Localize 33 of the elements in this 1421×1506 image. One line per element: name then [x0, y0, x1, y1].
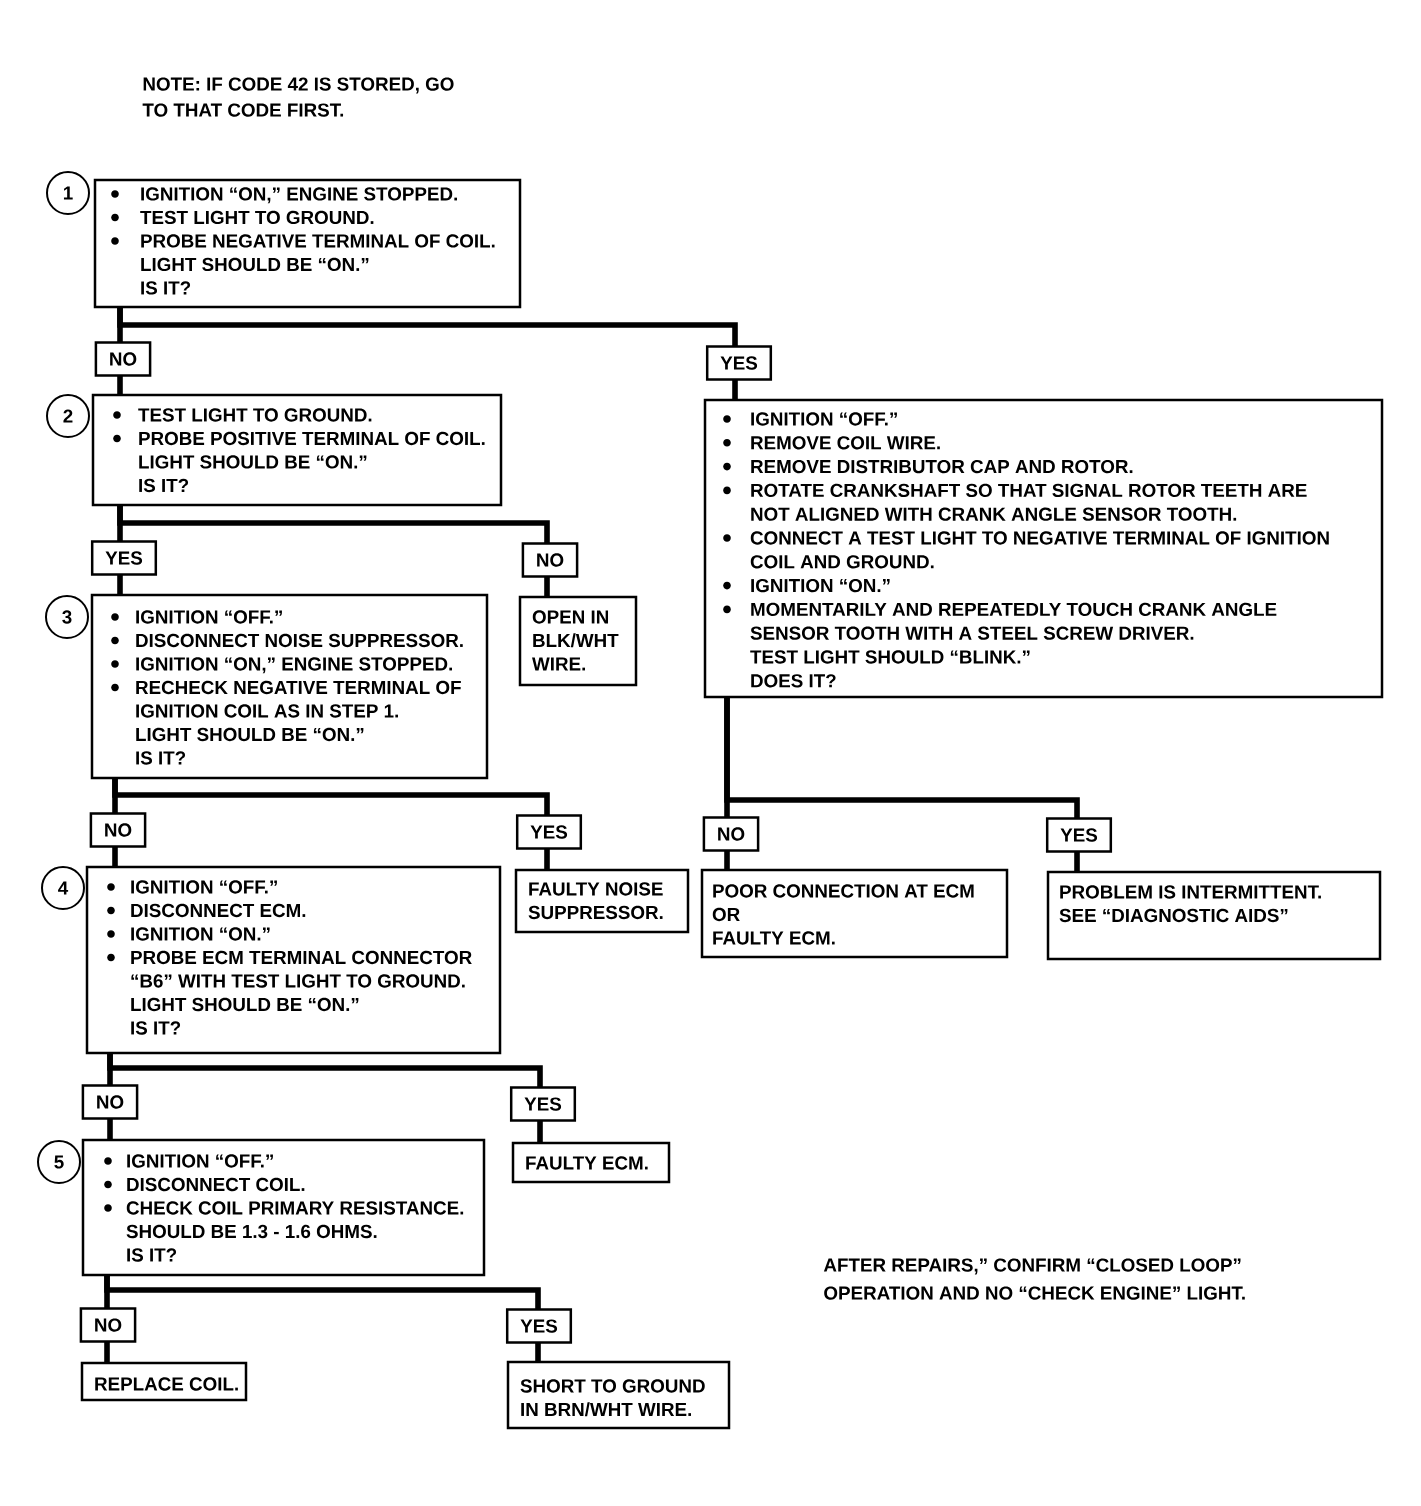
note-text: NOTE: IF CODE 42 IS STORED, GO TO THAT CODE FIRST.: [142, 77, 454, 117]
edge-label: NO: [702, 816, 760, 852]
edge-label: NO: [89, 812, 147, 848]
connector-line: [104, 1275, 541, 1362]
result-box: REPLACE COIL.: [80, 1361, 248, 1402]
connector-line: [107, 1053, 543, 1143]
edge-label: YES: [705, 345, 773, 381]
result-box: POOR CONNECTION AT ECM OR FAULTY ECM.: [700, 868, 1009, 959]
note-text: AFTER REPAIRS,” CONFIRM “CLOSED LOOP” OPERATION AND NO “CHECK ENGINE” LIGHT.: [823, 1258, 1245, 1300]
step-box: TEST LIGHT TO GROUND. PROBE POSITIVE TERMINAL OF COIL. LIGHT SHOULD BE “ON.” IS IT?: [91, 393, 503, 507]
result-box: OPEN IN BLK/WHT WIRE.: [518, 595, 638, 687]
connector-line: [117, 307, 738, 400]
edge-label: YES: [1045, 817, 1113, 853]
edge-label: YES: [90, 540, 158, 576]
connector-line: [117, 505, 550, 597]
connector-line: [724, 697, 1080, 872]
step-box: IGNITION “ON,” ENGINE STOPPED. TEST LIGHT TO GROUND. PROBE NEGATIVE TERMINAL OF COIL. LIGHT SHOULD BE “ON.” IS IT?: [93, 178, 522, 309]
edge-label: YES: [509, 1086, 577, 1122]
result-box: SHORT TO GROUND IN BRN/WHT WIRE.: [506, 1360, 731, 1430]
step-box: IGNITION “OFF.” DISCONNECT COIL. CHECK COIL PRIMARY RESISTANCE. SHOULD BE 1.3 - 1.6 OHMS. IS IT?: [81, 1138, 486, 1277]
connector-line: [112, 778, 550, 870]
result-box: FAULTY ECM.: [511, 1141, 671, 1184]
result-box: FAULTY NOISE SUPPRESSOR.: [514, 868, 690, 934]
edge-label: YES: [505, 1308, 573, 1344]
edge-label: NO: [79, 1307, 137, 1343]
edge-label: NO: [94, 341, 152, 377]
edge-label: NO: [81, 1084, 139, 1120]
step-box: IGNITION “OFF.” REMOVE COIL WIRE. REMOVE DISTRIBUTOR CAP AND ROTOR. ROTATE CRANKSHAFT SO THAT SIGNAL ROTOR TEETH ARE NOT ALIGNED WITH CRANK ANGLE SENSOR TOOTH. CONNECT A TEST LIGHT TO NEGATIVE TERMINAL OF IGNITION COIL AND GROUND. IGNITION “ON.” MOMENTARILY AND REPEATEDLY TOUCH CRANK ANGLE SENSOR TOOTH WITH A STEEL SCREW DRIVER. TEST LIGHT SHOULD “BLINK.” DOES IT?: [703, 398, 1384, 699]
step-box: IGNITION “OFF.” DISCONNECT NOISE SUPPRESSOR. IGNITION “ON,” ENGINE STOPPED. RECHECK NEGATIVE TERMINAL OF IGNITION COIL AS IN STEP 1. LIGHT SHOULD BE “ON.” IS IT?: [90, 593, 489, 780]
step-box: IGNITION “OFF.” DISCONNECT ECM. IGNITION “ON.” PROBE ECM TERMINAL CONNECTOR “B6” WITH TEST LIGHT TO GROUND. LIGHT SHOULD BE “ON.” IS IT?: [85, 865, 502, 1055]
edge-label: YES: [515, 814, 583, 850]
edge-label: NO: [521, 542, 579, 578]
result-box: PROBLEM IS INTERMITTENT. SEE “DIAGNOSTIC AIDS”: [1046, 870, 1382, 961]
